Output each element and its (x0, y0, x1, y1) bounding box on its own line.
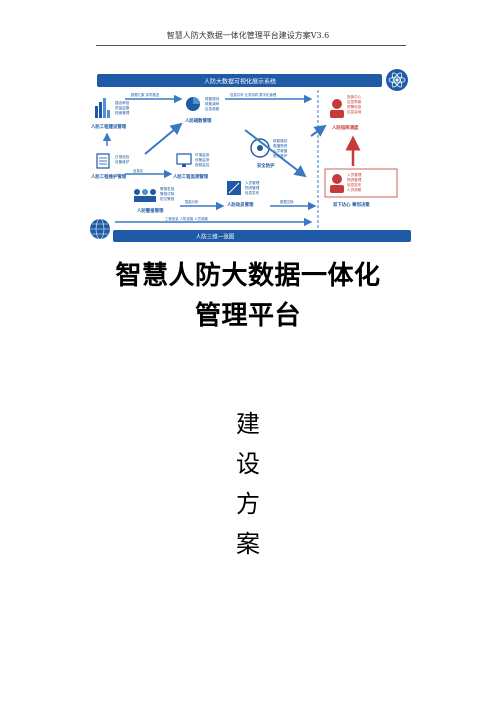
alarm-item-3: 防空警报 (160, 196, 175, 201)
evacuation-label: 人防疏散管理 (185, 117, 212, 124)
security-item-3: 人员救援 (273, 148, 288, 153)
security-label: 安全防护 (257, 162, 275, 169)
flow-label-bottom-bar: 工程信息 人防设施 人员调度 (165, 216, 208, 221)
maintenance-item-1: 日常巡检 (115, 154, 130, 159)
alarm-item-2: 警报试鸣 (160, 191, 175, 196)
document-icon (96, 153, 110, 169)
module-mobilization: 人员管理 物资管理 信息发布 人防动员管理 (227, 180, 260, 208)
flow-label-top-left: 数据汇聚 实时推送 (131, 92, 160, 97)
maintenance-label: 人防工程维护管理 (91, 173, 127, 180)
monitoring-item-2: 设备监测 (195, 157, 210, 162)
flow-label-bottom-mid: 数据交换 (280, 199, 294, 204)
people-icon (134, 189, 140, 195)
module-security: 疏散路线 救援物资 人员救援 医疗救护 安全防护 (250, 138, 288, 169)
security-item-1: 疏散路线 (273, 138, 288, 143)
header-title: 智慧人防大数据一体化管理平台建设方案V3.6 (166, 31, 330, 40)
command-item-3: 预警信息 (347, 104, 362, 109)
construction-label: 人防工程建设管理 (91, 123, 127, 130)
module-alarm: 警报发放 警报试鸣 防空警报 人防警报管理 (134, 186, 175, 214)
monitoring-item-1: 环境监测 (195, 152, 210, 157)
flow-label-bottom-left: 智能分析 (185, 199, 199, 204)
vertical-subtitle: 建 设 方 案 (0, 404, 496, 564)
vertical-char-2: 设 (236, 450, 260, 478)
architecture-diagram-svg: 人防大数据可视化展示系统 建设审批 质量监管 档案管理 人防工程建设管理 (90, 69, 411, 242)
security-item-2: 救援物资 (273, 143, 288, 148)
monitoring-label: 人防工程监测管理 (173, 173, 209, 180)
bottom-banner-text: 人防三维一张图 (196, 233, 235, 241)
title-line-2: 管理平台 (194, 301, 301, 331)
construction-item-2: 质量监管 (115, 105, 130, 110)
command-item-4: 应急会商 (347, 109, 362, 114)
mobilization-item-3: 信息发布 (245, 190, 260, 195)
top-banner (97, 74, 382, 87)
command-item-1: 指挥中心 (347, 94, 362, 99)
construction-item-1: 建设审批 (115, 100, 130, 105)
module-rescue: 人员管理 物资管理 信息发布 人员疏散 双下达心 筹划决策 (324, 168, 398, 208)
alarm-item-1: 警报发放 (160, 186, 175, 191)
evacuation-item-2: 疏散演练 (205, 101, 220, 106)
security-item-4: 医疗救护 (273, 153, 288, 158)
module-construction: 建设审批 质量监管 档案管理 人防工程建设管理 (91, 98, 130, 130)
flow-label-top-mid: 信息共享 业务协同 数字化管理 (230, 92, 277, 97)
globe-icon (90, 218, 110, 240)
bar-chart-icon (95, 98, 110, 118)
module-maintenance: 日常巡检 设备维护 人防工程维护管理 (91, 153, 130, 180)
person-icon (332, 99, 342, 109)
atom-icon (386, 69, 408, 91)
mobilization-item-1: 人员管理 (245, 180, 260, 185)
architecture-diagram: 人防大数据可视化展示系统 建设审批 质量监管 档案管理 人防工程建设管理 (85, 66, 415, 246)
module-evacuation: 疏散规划 疏散演练 应急疏散 人防疏散管理 (185, 96, 220, 124)
top-banner-text: 人防大数据可视化展示系统 (204, 78, 276, 86)
header-divider (96, 45, 406, 46)
rescue-item-1: 人员管理 (347, 172, 362, 177)
flow-label-mid-left: 信息化 (133, 168, 144, 173)
evacuation-item-3: 应急疏散 (205, 106, 220, 111)
maintenance-item-2: 设备维护 (115, 159, 130, 164)
construction-item-3: 档案管理 (115, 110, 130, 115)
vertical-char-1: 建 (236, 410, 260, 438)
monitor-icon (176, 153, 192, 165)
rescue-item-3: 信息发布 (347, 182, 362, 187)
vertical-char-4: 案 (236, 530, 260, 558)
person-icon (332, 174, 342, 184)
command-label: 人防指挥调度 (332, 124, 359, 131)
module-monitoring: 环境监测 设备监测 视频监控 人防工程监测管理 (173, 152, 210, 180)
mobilization-label: 人防动员管理 (227, 201, 254, 208)
page-header: 智慧人防大数据一体化管理平台建设方案V3.6 (0, 0, 496, 48)
monitoring-item-3: 视频监控 (195, 162, 210, 167)
document-title: 智慧人防大数据一体化 管理平台 (0, 256, 496, 336)
vertical-char-3: 方 (236, 490, 260, 518)
rescue-item-4: 人员疏散 (347, 187, 362, 192)
alarm-label: 人防警报管理 (137, 207, 164, 214)
right-bottom-caption: 双下达心 筹划决策 (333, 201, 370, 208)
title-line-1: 智慧人防大数据一体化 (115, 261, 381, 291)
bottom-banner (113, 230, 411, 242)
rescue-item-2: 物资管理 (347, 177, 362, 182)
mobilization-item-2: 物资管理 (245, 185, 260, 190)
evacuation-item-1: 疏散规划 (205, 96, 220, 101)
module-command: 指挥中心 应急预案 预警信息 应急会商 人防指挥调度 (330, 94, 362, 131)
command-item-2: 应急预案 (347, 99, 362, 104)
